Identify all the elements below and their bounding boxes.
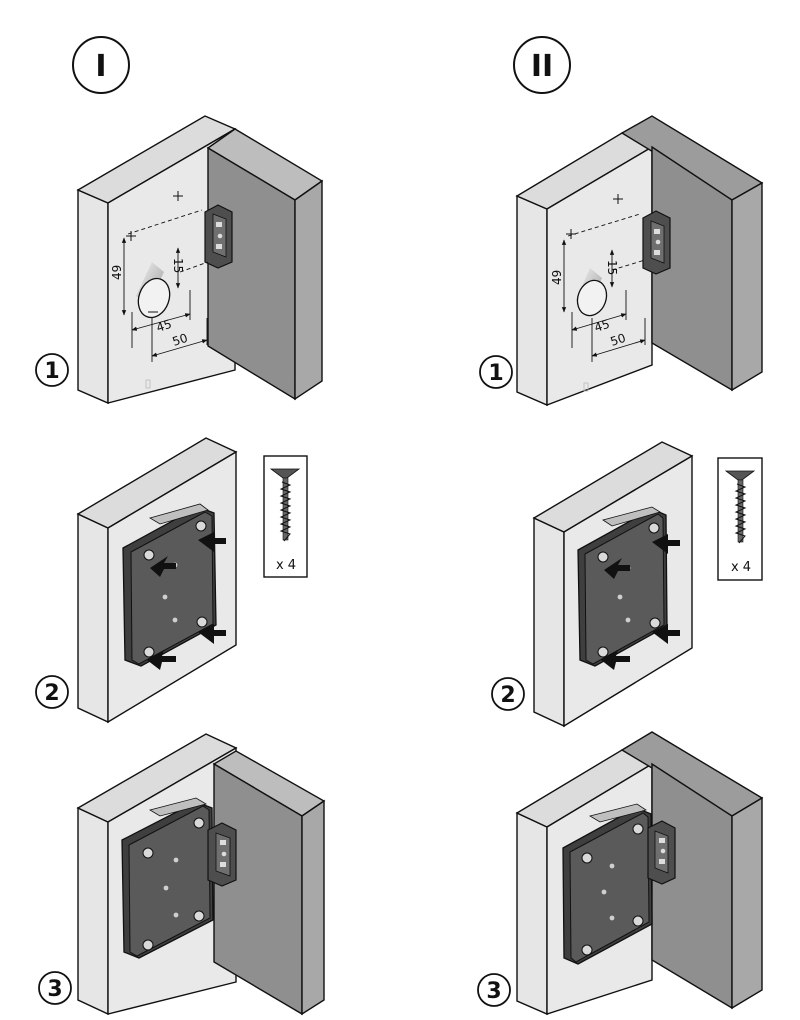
step2-marker-ii: 2 (491, 677, 525, 711)
step1-variant-i-figure (76, 115, 324, 405)
screw-icon (269, 468, 301, 542)
step1-label-ii: 1 (488, 361, 503, 386)
step1-label-i: 1 (44, 359, 59, 384)
step2-variant-i-figure (76, 437, 238, 724)
dim-depth-label-ii: 50 (609, 331, 628, 349)
step3-marker-i: 3 (38, 971, 72, 1005)
step2-variant-ii-figure (532, 441, 694, 728)
step2-marker-i: 2 (35, 675, 69, 709)
dim-height-label-ii: 49 (550, 270, 564, 285)
variant-ii-label: II (531, 49, 553, 84)
step3-label-i: 3 (47, 977, 62, 1002)
step3-label-ii: 3 (486, 979, 501, 1004)
screw-quantity-label-ii: x 4 (731, 560, 751, 575)
screw-box-ii: x 4 (717, 457, 763, 581)
step1-marker-ii: 1 (479, 355, 513, 389)
dim-spacing-label: 45 (155, 317, 174, 335)
screw-icon (724, 470, 756, 544)
step1-variant-ii-figure (515, 115, 764, 407)
variant-ii-header: II (513, 36, 571, 94)
variant-i-label: I (95, 49, 106, 84)
step3-marker-ii: 3 (477, 973, 511, 1007)
dim-height-label: 49 (110, 265, 124, 280)
step1-marker-i: 1 (35, 353, 69, 387)
dim-offset-label-ii: 15 (605, 260, 619, 275)
dim-spacing-label-ii: 45 (593, 317, 612, 335)
step3-variant-i-figure (76, 733, 326, 1016)
variant-i-header: I (72, 36, 130, 94)
screw-box-i: x 4 (263, 455, 308, 578)
step2-label-ii: 2 (500, 683, 515, 708)
dim-depth-label: 50 (171, 331, 190, 349)
step3-variant-ii-figure (515, 731, 764, 1016)
dim-offset-label: 15 (171, 258, 185, 273)
screw-quantity-label: x 4 (276, 558, 296, 573)
step2-label-i: 2 (44, 681, 59, 706)
